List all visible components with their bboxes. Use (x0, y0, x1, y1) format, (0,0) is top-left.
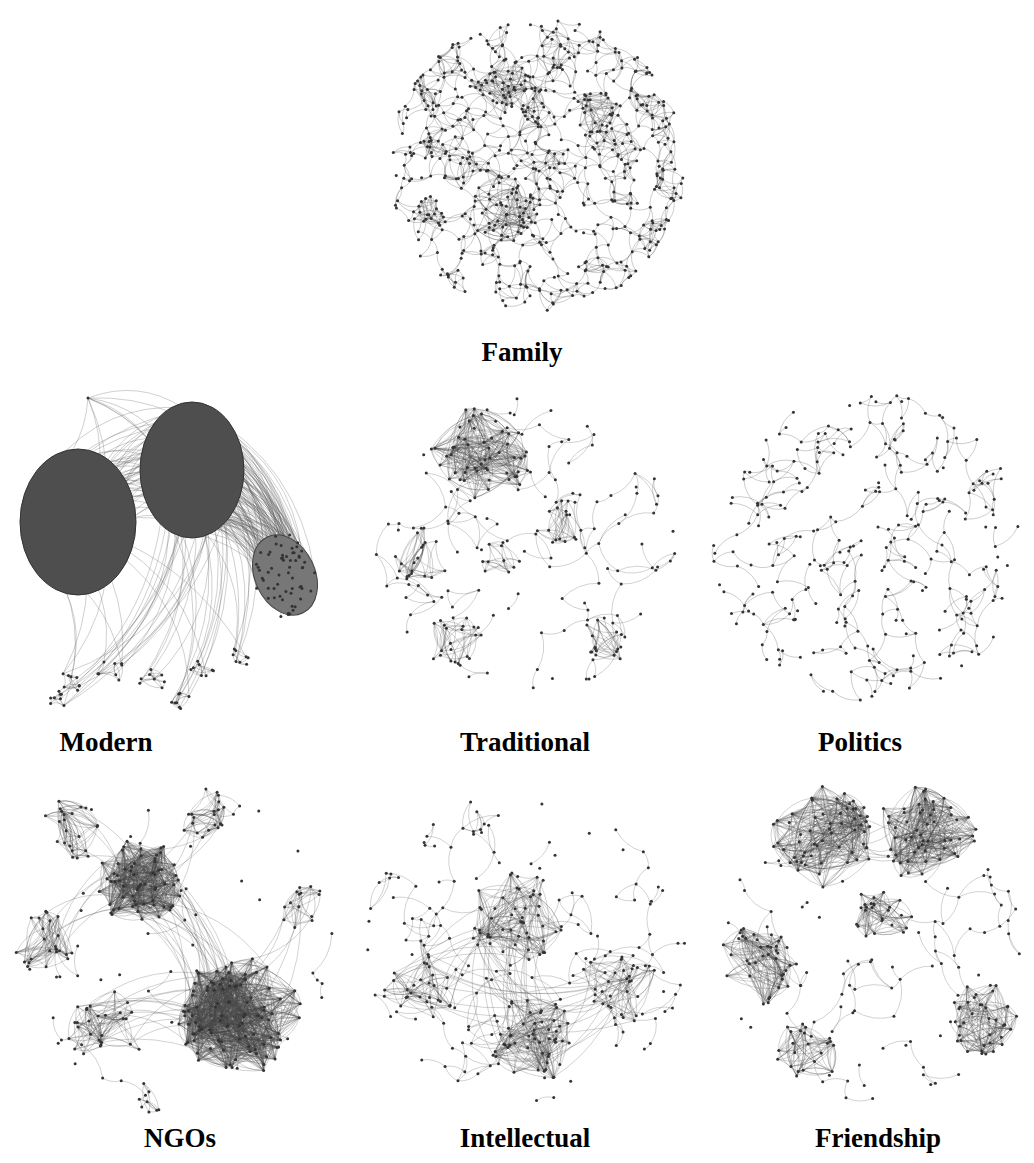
politics-network (712, 394, 1019, 701)
panel-label: NGOs (144, 1124, 216, 1154)
panel-label: Traditional (460, 728, 590, 758)
ngos-network (15, 788, 334, 1114)
family-network (392, 20, 684, 312)
friendship-network (722, 785, 1021, 1101)
modern-network (20, 390, 330, 710)
panel-label: Family (482, 338, 563, 368)
intellectual-network (366, 800, 686, 1101)
panel-label: Politics (818, 728, 902, 758)
panel-label: Friendship (815, 1124, 941, 1154)
panel-label: Intellectual (460, 1124, 590, 1154)
traditional-network (375, 397, 676, 689)
panel-label: Modern (60, 728, 153, 758)
